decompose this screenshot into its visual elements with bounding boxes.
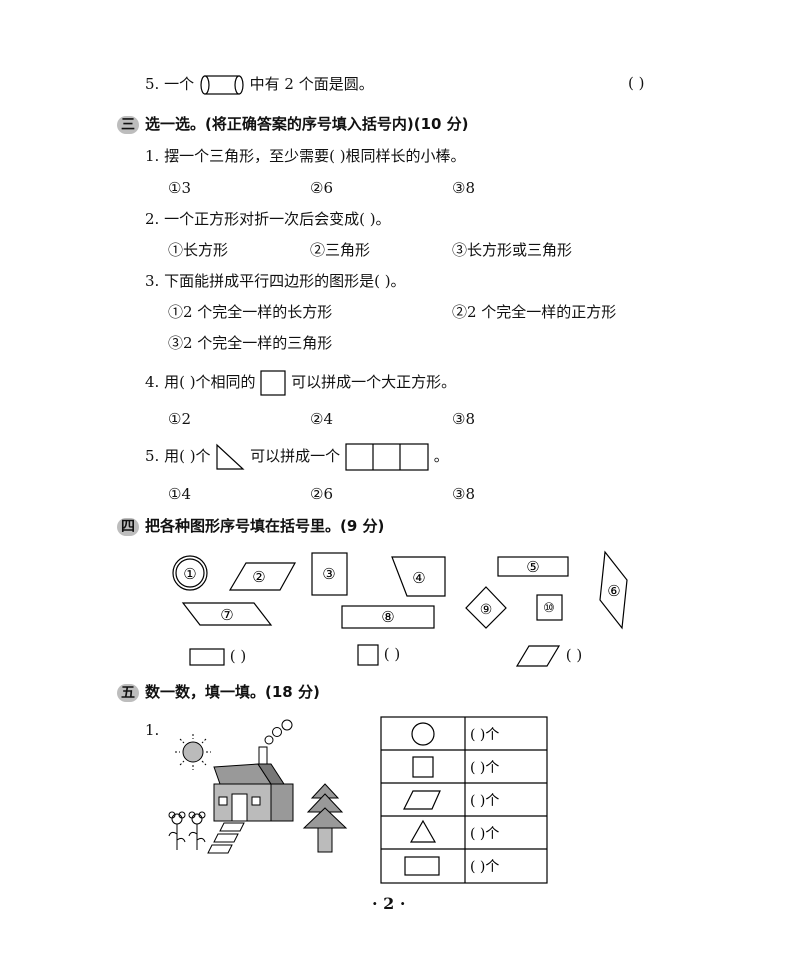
shape-2-parallelogram: ② xyxy=(228,562,297,591)
q5-prev: 5. 一个 中有 2 个面是圆。 xyxy=(145,73,374,97)
s3-q4-opt3[interactable]: ③8 xyxy=(452,410,475,428)
svg-text:⑥: ⑥ xyxy=(607,582,620,600)
answer-parallelogram: ( ) xyxy=(515,645,582,667)
smoke-icon xyxy=(264,719,293,745)
s3-q2: 2. 一个正方形对折一次后会变成( )。 xyxy=(145,210,391,228)
s3-q4: 4. 用( )个相同的 可以拼成一个大正方形。 xyxy=(145,370,456,396)
shape-9-diamond: ⑨ xyxy=(465,586,507,629)
s3-q5-opt2[interactable]: ②6 xyxy=(310,485,333,503)
table-row[interactable]: ( )个 xyxy=(470,859,499,875)
parallelogram-icon xyxy=(515,645,561,667)
right-triangle-icon xyxy=(216,443,245,470)
rectangle-icon xyxy=(404,856,440,876)
svg-text:⑨: ⑨ xyxy=(480,602,493,618)
house-side-wall xyxy=(270,783,294,822)
tree-icon xyxy=(302,783,348,853)
shape-10-square: ⑩ xyxy=(536,594,563,621)
s3-q1-opt2[interactable]: ②6 xyxy=(310,179,333,197)
s3-q1: 1. 摆一个三角形，至少需要( )根同样长的小棒。 xyxy=(145,147,466,165)
table-row[interactable]: ( )个 xyxy=(470,727,499,743)
section5-header: 五数一数，填一填。(18 分) xyxy=(117,682,320,702)
s3-q3-opt2[interactable]: ②2 个完全一样的正方形 xyxy=(452,303,617,321)
window-square xyxy=(218,796,228,806)
section-title: 数一数，填一填。(18 分) xyxy=(145,683,320,701)
s3-q4-opt2[interactable]: ②4 xyxy=(310,410,333,428)
sun-icon xyxy=(175,734,211,770)
square-icon xyxy=(412,756,434,778)
rectangle-icon xyxy=(189,648,225,666)
house-scene-picture xyxy=(168,719,348,854)
section-badge: 三 xyxy=(117,115,139,134)
s3-q2-opt3[interactable]: ③长方形或三角形 xyxy=(452,241,573,259)
svg-text:⑩: ⑩ xyxy=(543,601,555,616)
small-square-icon xyxy=(260,370,286,396)
s3-q3-opt1[interactable]: ①2 个完全一样的长方形 xyxy=(168,303,333,321)
s3-q5: 5. 用( )个 可以拼成一个 。 xyxy=(145,443,449,471)
section3-header: 三选一选。(将正确答案的序号填入括号内)(10 分) xyxy=(117,114,469,134)
s3-q2-opt2[interactable]: ②三角形 xyxy=(310,241,371,259)
shape-4-trapezoid: ④ xyxy=(391,556,446,597)
square-icon xyxy=(357,644,379,666)
s3-q1-opt1[interactable]: ①3 xyxy=(168,179,191,197)
svg-text:⑦: ⑦ xyxy=(220,606,233,624)
table-row[interactable]: ( )个 xyxy=(470,826,499,842)
s3-q4-opt1[interactable]: ①2 xyxy=(168,410,191,428)
path-parallelograms xyxy=(207,822,245,854)
shape-3-square: ③ xyxy=(311,552,348,596)
table-row[interactable]: ( )个 xyxy=(470,760,499,776)
s5-q1-label: 1. xyxy=(145,721,160,739)
svg-text:①: ① xyxy=(183,565,196,583)
svg-text:⑤: ⑤ xyxy=(526,558,539,576)
section-title: 把各种图形序号填在括号里。(9 分) xyxy=(145,517,385,535)
q5-prev-answer[interactable]: ( ) xyxy=(628,74,645,92)
cylinder-icon xyxy=(200,75,244,95)
shape-6-rhombus: ⑥ xyxy=(599,550,628,630)
s3-q3-opt3[interactable]: ③2 个完全一样的三角形 xyxy=(168,334,333,352)
section-title: 选一选。(将正确答案的序号填入括号内)(10 分) xyxy=(145,115,469,133)
flower-icon xyxy=(188,811,206,850)
answer-parallelogram-paren[interactable]: ( ) xyxy=(565,646,583,664)
svg-text:③: ③ xyxy=(322,565,335,583)
section-badge: 四 xyxy=(117,517,139,536)
shape-1-circle: ① xyxy=(172,555,208,591)
s3-q5-opt1[interactable]: ①4 xyxy=(168,485,191,503)
answer-rectangle-paren[interactable]: ( ) xyxy=(229,647,247,665)
answer-square: ( ) xyxy=(357,644,400,666)
flower-icon xyxy=(168,811,186,850)
circle-icon xyxy=(411,722,435,746)
section4-header: 四把各种图形序号填在括号里。(9 分) xyxy=(117,516,384,536)
s3-q1-opt3[interactable]: ③8 xyxy=(452,179,475,197)
table-row[interactable]: ( )个 xyxy=(470,793,499,809)
triangle-icon xyxy=(409,819,437,843)
window-square xyxy=(251,796,261,806)
svg-text:④: ④ xyxy=(412,569,425,587)
svg-text:②: ② xyxy=(252,568,265,586)
door-rectangle xyxy=(231,793,248,822)
shape-5-rectangle: ⑤ xyxy=(497,556,569,577)
shape-8-rectangle: ⑧ xyxy=(341,605,435,629)
section-badge: 五 xyxy=(117,683,139,702)
parallelogram-icon xyxy=(403,790,441,810)
s3-q2-opt1[interactable]: ①长方形 xyxy=(168,241,229,259)
three-squares-icon xyxy=(345,443,429,471)
shape-7-parallelogram: ⑦ xyxy=(181,602,273,626)
s3-q3: 3. 下面能拼成平行四边形的图形是( )。 xyxy=(145,272,406,290)
s3-q5-opt3[interactable]: ③8 xyxy=(452,485,475,503)
answer-square-paren[interactable]: ( ) xyxy=(383,645,401,663)
page-number: · 2 · xyxy=(372,894,406,913)
answer-rectangle: ( ) xyxy=(189,646,246,666)
chimney xyxy=(258,746,268,765)
count-table: ( )个 ( )个 ( )个 ( )个 ( )个 xyxy=(380,716,548,884)
svg-text:⑧: ⑧ xyxy=(381,608,394,626)
shapes-figure: ① ② ③ ④ ⑤ ⑥ ⑦ ⑧ xyxy=(172,550,628,630)
